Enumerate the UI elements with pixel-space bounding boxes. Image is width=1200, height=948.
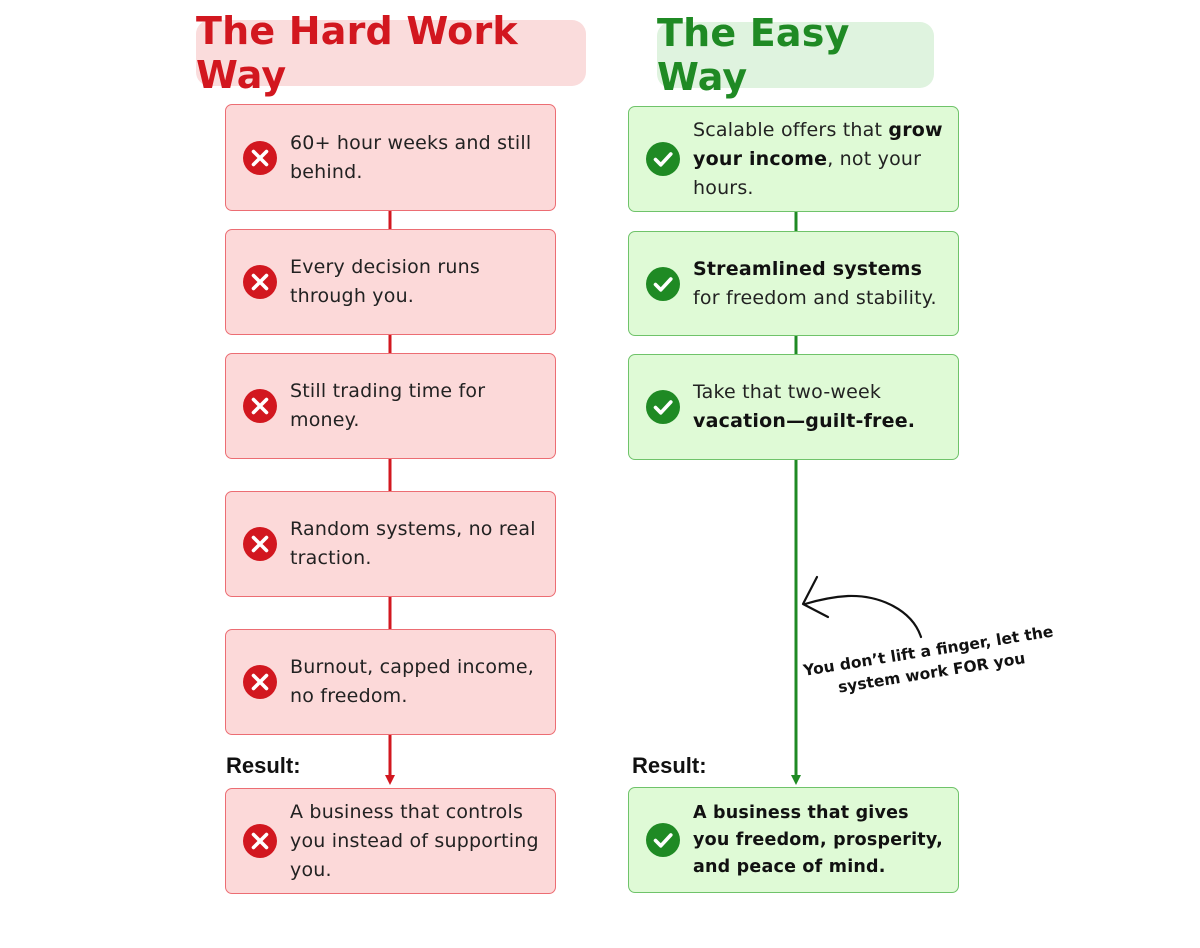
x-circle-icon	[243, 389, 277, 423]
x-circle-icon	[243, 665, 277, 699]
annotation-arrow	[803, 594, 923, 639]
easy-result-text: A business that gives you freedom, prosp…	[693, 802, 943, 877]
x-circle-icon	[243, 527, 277, 561]
hard-card-text: 60+ hour weeks and still behind.	[290, 131, 532, 183]
easy-result-card: A business that gives you freedom, prosp…	[628, 787, 959, 893]
hard-card-4: Random systems, no real traction.	[225, 491, 556, 597]
annotation-arrowhead	[801, 575, 830, 619]
text-segment: Scalable offers that	[693, 118, 889, 141]
check-circle-icon	[646, 142, 680, 176]
hard-card-2: Every decision runs through you.	[225, 229, 556, 335]
hard-card-1: 60+ hour weeks and still behind.	[225, 104, 556, 211]
text-segment-bold: grow your income	[693, 118, 943, 170]
check-circle-icon	[646, 823, 680, 857]
hard-card-3: Still trading time for money.	[225, 353, 556, 459]
check-circle-icon	[646, 390, 680, 424]
hard-result-label: Result:	[226, 753, 301, 778]
easy-card-text: Take that two-week vacation—guilt-free.	[693, 378, 946, 436]
x-circle-icon	[243, 265, 277, 299]
text-segment: for freedom and stability.	[693, 286, 937, 309]
easy-way-title: The Easy Way	[657, 11, 934, 99]
easy-card-3: Take that two-week vacation—guilt-free.	[628, 354, 959, 460]
hard-way-title: The Hard Work Way	[196, 9, 586, 97]
text-segment-bold: vacation—guilt-free.	[693, 410, 916, 432]
handwritten-annotation: You don’t lift a finger, let the system …	[802, 622, 1055, 697]
x-circle-icon	[243, 824, 277, 858]
text-segment-bold: Streamlined systems	[693, 257, 923, 280]
text-segment: Take that two-week	[693, 381, 882, 403]
easy-result-label: Result:	[632, 753, 707, 778]
easy-card-2: Streamlined systems for freedom and stab…	[628, 231, 959, 336]
easy-card-text: Streamlined systems for freedom and stab…	[693, 255, 946, 313]
hard-card-text: Still trading time for money.	[290, 380, 486, 431]
hard-result-card: A business that controls you instead of …	[225, 788, 556, 894]
hard-card-text: Burnout, capped income, no freedom.	[290, 656, 535, 707]
check-circle-icon	[646, 266, 680, 301]
hard-result-text: A business that controls you instead of …	[290, 800, 539, 881]
hard-card-text: Every decision runs through you.	[290, 256, 480, 307]
hard-card-text: Random systems, no real traction.	[290, 518, 536, 569]
text-segment: , not your hours.	[693, 147, 922, 199]
x-circle-icon	[243, 140, 277, 175]
easy-card-1: Scalable offers that grow your income, n…	[628, 106, 959, 212]
easy-card-text: Scalable offers that grow your income, n…	[693, 116, 946, 203]
hard-card-5: Burnout, capped income, no freedom.	[225, 629, 556, 735]
